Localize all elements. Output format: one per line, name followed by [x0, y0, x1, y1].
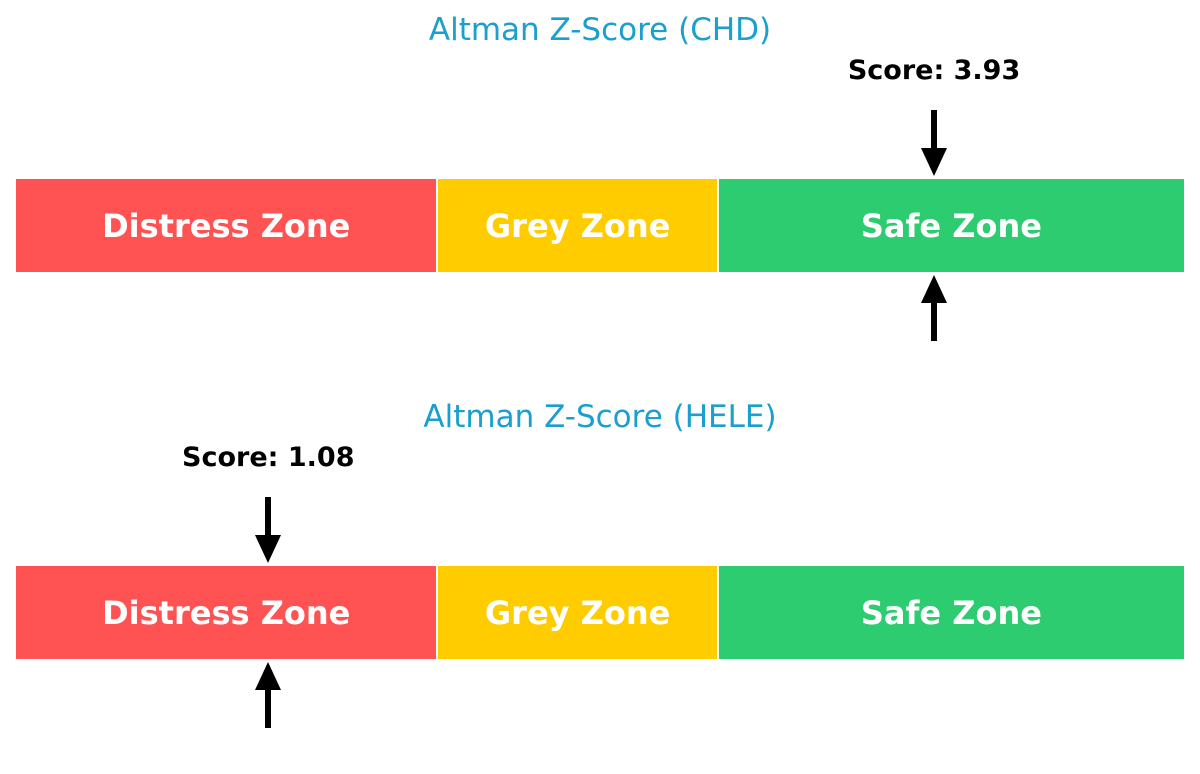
- down-arrow-icon: [255, 497, 282, 563]
- gauge-title: Altman Z-Score (CHD): [428, 12, 772, 48]
- zone-label: Safe Zone: [860, 593, 1042, 632]
- zone-label: Distress Zone: [102, 206, 351, 245]
- score-label: Score: 1.08: [182, 442, 355, 473]
- zone-safe-zone: Safe Zone: [716, 566, 1184, 659]
- zone-grey-zone: Grey Zone: [436, 179, 717, 272]
- zone-bar: Distress Zone Grey Zone Safe Zone: [16, 179, 1184, 272]
- zone-safe-zone: Safe Zone: [716, 179, 1184, 272]
- zscore-gauge-chd: Altman Z-Score (CHD) Distress Zone Grey Z…: [0, 0, 1200, 360]
- zone-bar: Distress Zone Grey Zone Safe Zone: [16, 566, 1184, 659]
- down-arrow-icon: [921, 110, 948, 176]
- score-label: Score: 3.93: [847, 55, 1021, 86]
- up-arrow-icon: [255, 662, 282, 728]
- gauge-title: Altman Z-Score (HELE): [423, 399, 777, 435]
- zone-label: Safe Zone: [860, 206, 1042, 245]
- zone-distress-zone: Distress Zone: [16, 566, 437, 659]
- zone-distress-zone: Distress Zone: [16, 179, 437, 272]
- zone-grey-zone: Grey Zone: [436, 566, 717, 659]
- zscore-gauge-hele: Altman Z-Score (HELE) Distress Zone Grey …: [0, 387, 1200, 747]
- zone-label: Grey Zone: [484, 593, 671, 632]
- zone-label: Distress Zone: [102, 593, 351, 632]
- zone-label: Grey Zone: [484, 206, 671, 245]
- up-arrow-icon: [921, 275, 948, 341]
